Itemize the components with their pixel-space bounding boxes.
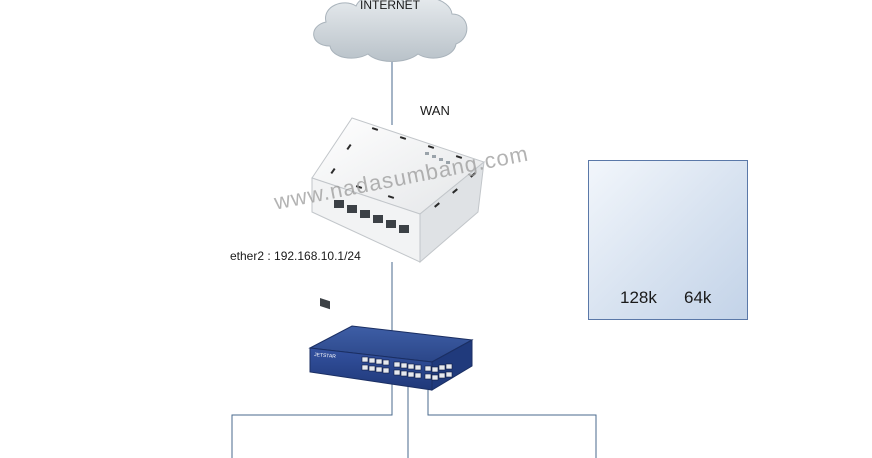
router-leds: [425, 152, 450, 164]
upload-rate-label: 64k: [684, 288, 712, 307]
drop-right: [427, 390, 597, 458]
router-ethernet-ports: [320, 200, 409, 310]
switch-brand-label: JETSTAR: [314, 352, 337, 360]
switch-ports: [361, 356, 453, 381]
wan-label: WAN: [420, 103, 450, 118]
connection-lines: [231, 62, 597, 458]
router-icon: [311, 117, 486, 310]
bandwidth-panel: [588, 160, 748, 320]
internet-label: INTERNET: [360, 0, 420, 12]
router-vents: [330, 127, 476, 208]
switch-icon: JETSTAR: [308, 325, 474, 391]
download-rate-label: 128k: [620, 288, 657, 307]
lan-interface-label: ether2 : 192.168.10.1/24: [230, 249, 361, 263]
cloud-icon: [313, 0, 468, 62]
drop-left: [231, 384, 393, 458]
